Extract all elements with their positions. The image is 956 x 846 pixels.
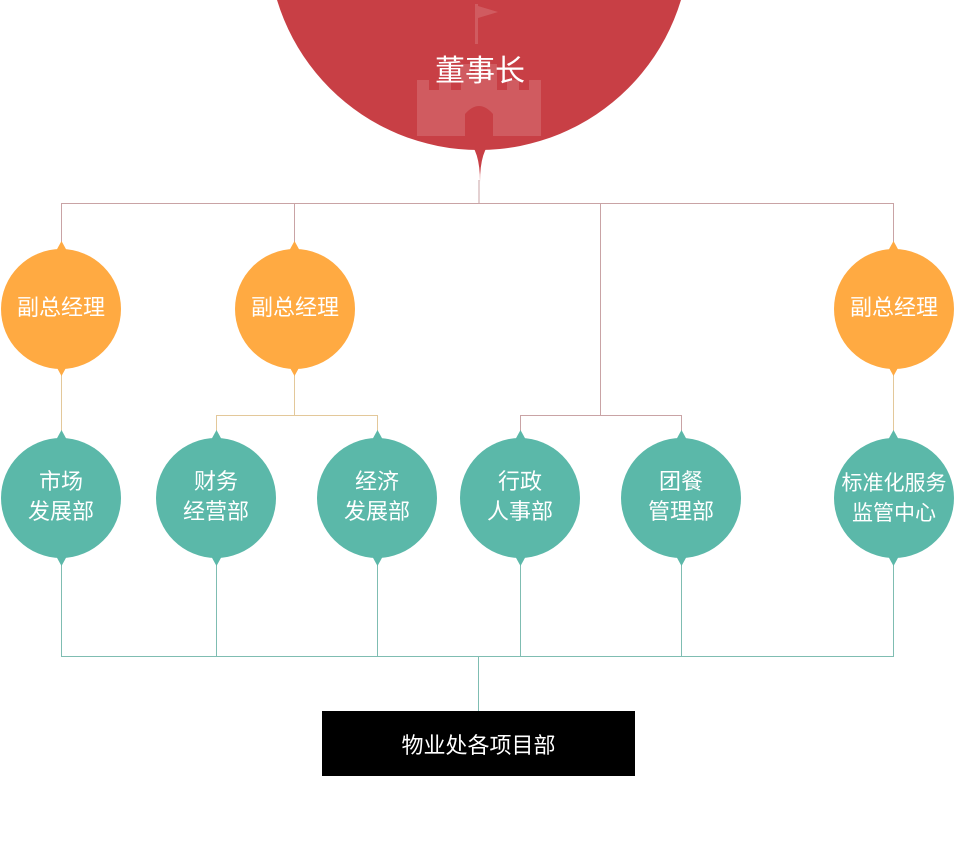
dept-economic-development: 经济发展部	[317, 438, 437, 558]
vice-manager-label: 副总经理	[250, 296, 339, 321]
dept-line1: 经济	[354, 470, 399, 495]
dept-line1: 市场	[38, 470, 83, 495]
vice-manager-2: 副总经理	[235, 249, 355, 369]
dept-line2: 人事部	[486, 500, 553, 525]
dept-finance-operations: 财务经营部	[156, 438, 276, 558]
chairman-title: 董事长	[435, 54, 525, 89]
dept-line1: 团餐	[658, 470, 703, 495]
dept-line2: 发展部	[27, 500, 94, 525]
dept-line2: 发展部	[343, 500, 410, 525]
vice-manager-1: 副总经理	[1, 249, 121, 369]
project-departments-box: 物业处各项目部	[322, 711, 635, 776]
castle-icon	[417, 4, 541, 136]
dept-line2: 管理部	[647, 500, 714, 525]
dept-standardized-service-supervision: 标准化服务监管中心	[834, 438, 954, 558]
chairman-pointer	[467, 140, 493, 182]
project-departments-label: 物业处各项目部	[401, 733, 556, 759]
dept-line2: 经营部	[182, 500, 249, 525]
vice-manager-label: 副总经理	[849, 296, 938, 321]
vice-manager-label: 副总经理	[16, 296, 105, 321]
dept-line2: 监管中心	[852, 501, 936, 525]
dept-line1: 行政	[497, 470, 542, 495]
dept-market-development: 市场发展部	[1, 438, 121, 558]
dept-admin-hr: 行政人事部	[460, 438, 580, 558]
dept-line1: 标准化服务	[841, 471, 947, 495]
vice-manager-3: 副总经理	[834, 249, 954, 369]
dept-line1: 财务	[193, 470, 238, 495]
dept-catering-management: 团餐管理部	[621, 438, 741, 558]
